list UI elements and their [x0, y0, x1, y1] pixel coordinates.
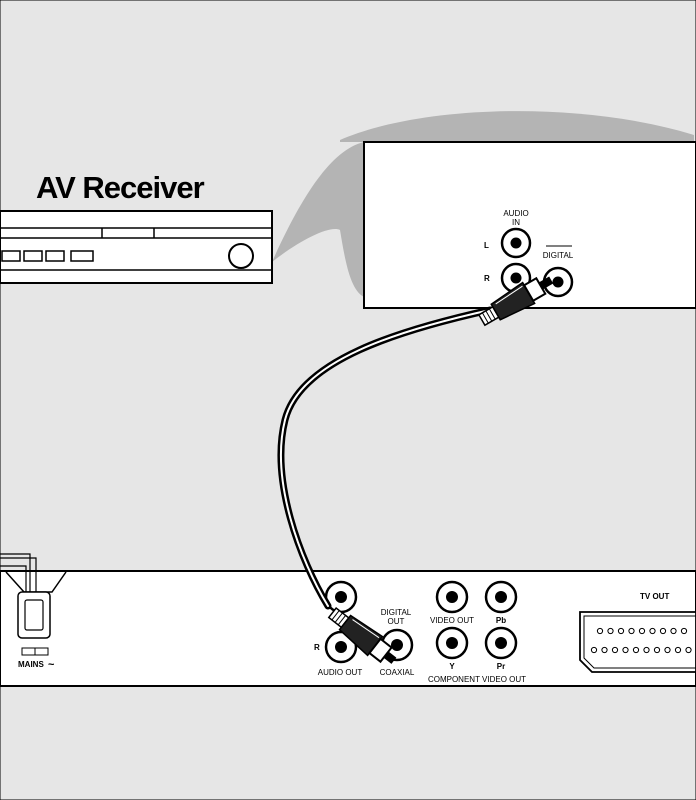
scart-pin: [638, 627, 646, 635]
receiver-rear-panel: AUDIO IN L R DIGITAL: [363, 141, 696, 309]
video-out-jack: [435, 580, 469, 614]
cable-plug-player: [327, 606, 397, 664]
coaxial-cable: [277, 306, 494, 610]
tv-out-label: TV OUT: [640, 592, 669, 601]
scart-connector: [579, 611, 696, 673]
scart-pin: [674, 646, 682, 654]
component-video-out-label: COMPONENT VIDEO OUT: [428, 675, 526, 684]
scart-pin: [643, 646, 650, 654]
right-channel-label: R: [484, 274, 490, 283]
av-receiver: [0, 210, 273, 284]
coaxial-label: COAXIAL: [380, 668, 415, 677]
pr-label: Pr: [497, 662, 505, 671]
digital-out-label: OUT: [388, 617, 405, 626]
digital-out-label: DIGITAL: [381, 608, 412, 617]
receiver-volume-knob: [228, 243, 254, 269]
scart-pin: [659, 627, 667, 635]
audio-in-label: AUDIO: [503, 209, 528, 218]
audio-in-label: IN: [512, 218, 520, 227]
audio-out-label: AUDIO OUT: [318, 668, 363, 677]
digital-in-jack: [542, 266, 574, 298]
zoom-wedge: [272, 142, 364, 297]
component-pr-jack: [484, 626, 518, 660]
scart-pin: [611, 646, 619, 654]
pb-label: Pb: [496, 616, 506, 625]
mains-socket: [0, 553, 67, 656]
component-y-jack: [435, 626, 469, 660]
audio-out-right-label: R: [314, 643, 320, 652]
scart-pin: [628, 627, 635, 635]
audio-in-left-jack: [500, 227, 532, 259]
scart-pin: [664, 646, 671, 654]
digital-label: DIGITAL: [543, 251, 574, 260]
mains-ac-icon: ~: [48, 659, 55, 671]
scart-pin: [680, 627, 688, 635]
cable-plug-receiver: [477, 276, 554, 327]
scart-pin: [653, 646, 661, 654]
scart-pin: [601, 646, 608, 654]
receiver-button: [45, 250, 65, 262]
scart-pin: [632, 646, 640, 654]
scart-pin: [590, 646, 598, 654]
scart-pin: [649, 627, 656, 635]
component-pb-jack: [484, 580, 518, 614]
scart-pin: [596, 627, 604, 635]
y-label: Y: [449, 662, 455, 671]
scart-pin: [622, 646, 629, 654]
scart-pin: [617, 627, 625, 635]
receiver-button: [1, 250, 21, 262]
scart-pin: [685, 646, 692, 654]
device-title: AV Receiver: [36, 170, 205, 205]
zoom-wedge-top: [340, 111, 694, 142]
video-out-label: VIDEO OUT: [430, 616, 474, 625]
receiver-button: [23, 250, 43, 262]
left-channel-label: L: [484, 241, 489, 250]
mains-label: MAINS: [18, 660, 44, 669]
receiver-button: [70, 250, 94, 262]
scart-pin: [607, 627, 614, 635]
scart-pin: [670, 627, 677, 635]
